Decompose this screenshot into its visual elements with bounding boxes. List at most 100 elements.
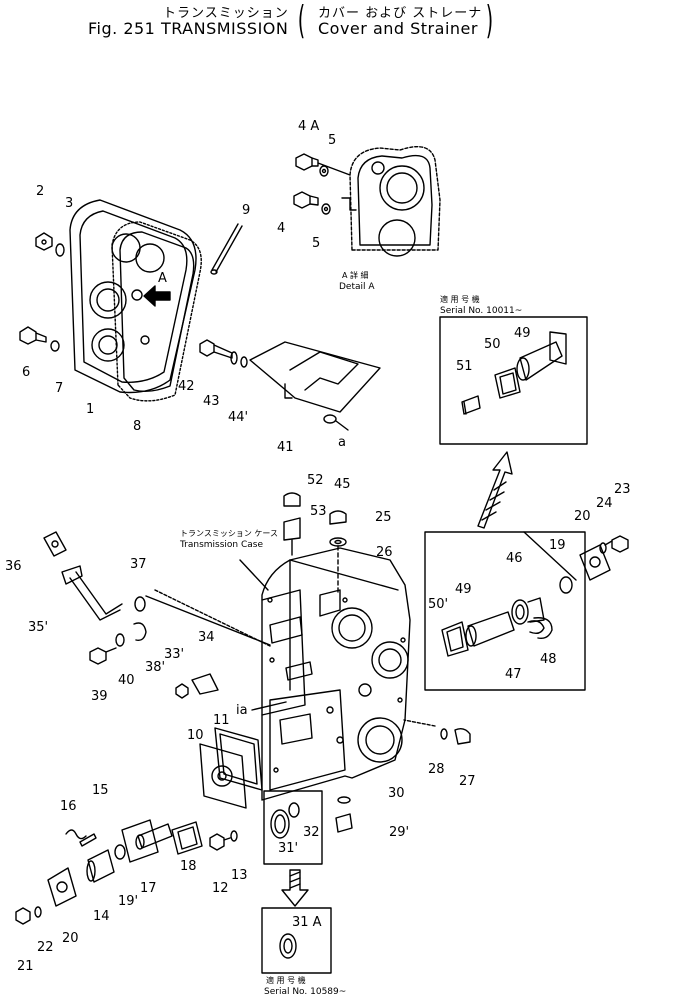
callout-47: 47: [505, 667, 522, 682]
washer-43: [230, 351, 238, 365]
callout-49b: 49: [455, 582, 472, 597]
callout-50a: 50: [484, 337, 501, 352]
callout-53: 53: [310, 504, 327, 519]
serial-box-a: [439, 316, 588, 445]
callout-37: 37: [130, 557, 147, 572]
callout-14: 14: [93, 909, 110, 924]
callout-4: 4: [277, 221, 285, 236]
bolt-6: [19, 326, 47, 345]
bolt-42: [199, 339, 233, 359]
bolt-21: [15, 907, 31, 925]
callout-ia: ia: [236, 703, 248, 718]
bolt-33: [175, 683, 189, 699]
gasket-50-b: [441, 621, 469, 657]
callout-22: 22: [37, 940, 54, 955]
tube-35: [61, 565, 123, 621]
washer-3: [55, 243, 65, 257]
subtitle-jp: カバー および ストレーナ: [318, 6, 483, 21]
callout-29: 29': [389, 825, 409, 840]
callout-7: 7: [55, 381, 63, 396]
plug-27: [454, 727, 471, 745]
callout-4A: 4 A: [298, 119, 319, 134]
elbow-36: [43, 531, 67, 557]
plate-33: [285, 661, 313, 681]
case-label: Transmission Case: [179, 540, 263, 550]
callout-39: 39: [91, 689, 108, 704]
subtitle-en: Cover and Strainer: [318, 19, 478, 38]
callout-3: 3: [65, 196, 73, 211]
plug-25: [329, 510, 347, 525]
leader-37: [154, 589, 271, 647]
washer-26: [329, 537, 347, 596]
washer-30: [337, 796, 351, 804]
callout-31A: 31 A: [292, 915, 322, 930]
cover-11: [214, 727, 263, 791]
callout-45: 45: [334, 477, 351, 492]
seal-31A: [279, 933, 297, 959]
callout-35: 35': [28, 620, 48, 635]
callout-20a: 20: [574, 509, 591, 524]
seal-46: [511, 597, 545, 625]
view-arrow-label: A: [158, 271, 167, 286]
callout-51: 51: [456, 359, 473, 374]
callout-40: 40: [118, 673, 135, 688]
strainer-17: [121, 819, 173, 863]
callout-5a: 5: [328, 133, 336, 148]
detail-a-jp: A 詳 細: [342, 270, 369, 280]
callout-52: 52: [307, 473, 324, 488]
hatched-arrow-down: [281, 869, 309, 907]
spring-16: [65, 829, 87, 840]
callout-34: 34: [198, 630, 215, 645]
bolt-4A: [295, 153, 351, 176]
callout-6: 6: [22, 365, 30, 380]
callout-31: 31': [278, 841, 298, 856]
clip-48: [527, 617, 553, 640]
callout-1: 1: [86, 402, 94, 417]
seal-31: [270, 809, 290, 839]
callout-30: 30: [388, 786, 405, 801]
washer-24: [599, 542, 607, 554]
gasket-18: [171, 821, 203, 855]
bolt-23: [604, 535, 629, 553]
bolt-4: [293, 191, 319, 209]
washer-7: [50, 340, 60, 352]
callout-44: 44': [228, 410, 248, 425]
washer-22: [34, 906, 42, 918]
breather-52: [283, 492, 301, 507]
detail-a-label: Detail A: [339, 282, 375, 292]
callout-24: 24: [596, 496, 613, 511]
serial-b-label: Serial No. 10589~: [264, 987, 346, 997]
oring-19-bottom: [114, 844, 126, 860]
bolt-39: [89, 647, 117, 665]
left-paren: (: [297, 0, 306, 42]
washer-5-top: [319, 165, 329, 177]
callout-20b: 20: [62, 931, 79, 946]
callout-41: 41: [277, 440, 294, 455]
callout-2: 2: [36, 184, 44, 199]
callout-42: 42: [178, 379, 195, 394]
gasket-50-a: [494, 367, 521, 399]
callout-17: 17: [140, 881, 157, 896]
serial-a-jp: 適 用 号 機: [440, 294, 480, 304]
callout-33: 33': [164, 647, 184, 662]
detail-a-cover: [341, 146, 441, 257]
callout-10: 10: [187, 728, 204, 743]
serial-b-jp: 適 用 号 機: [266, 975, 306, 985]
gasket-51: [461, 395, 481, 415]
callout-25: 25: [375, 510, 392, 525]
view-arrow-a: A: [143, 271, 171, 307]
leader-28: [403, 719, 436, 727]
hatched-arrow-up: [477, 451, 513, 529]
strainer-box: [424, 531, 586, 691]
callout-21: 21: [17, 959, 34, 974]
plate-34-small: [191, 673, 219, 695]
washer-44: [240, 356, 248, 368]
strainer-49-a: [516, 331, 567, 381]
washer-13: [230, 830, 238, 842]
seal-37: [134, 595, 271, 646]
transmission-case: [261, 547, 411, 801]
figure-title: Fig. 251 TRANSMISSION: [88, 19, 289, 38]
washer-45: [323, 414, 349, 431]
gasket-8: [111, 221, 202, 402]
